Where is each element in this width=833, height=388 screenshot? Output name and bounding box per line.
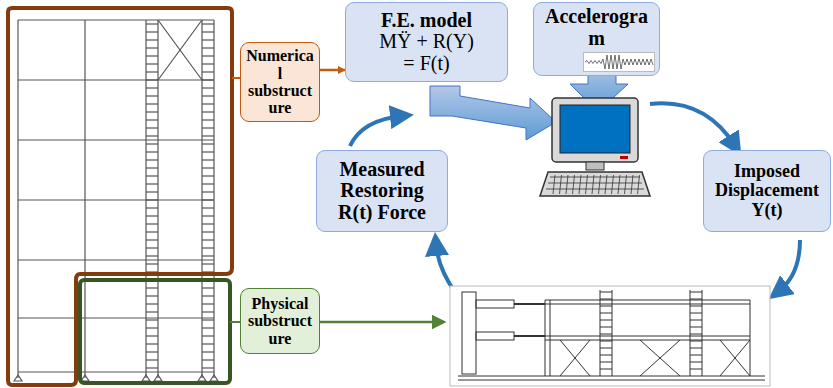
- cycle-arrow: [350, 116, 402, 146]
- cycle-arrow: [778, 240, 800, 292]
- connector-arrow: [320, 69, 345, 72]
- building-frame: [14, 20, 218, 381]
- connector-layer: [320, 70, 345, 71]
- box-title: Measured Restoring R(t) Force: [321, 159, 443, 224]
- physical-outline: [80, 280, 230, 383]
- cycle-arrow: [650, 103, 735, 146]
- box-title: Imposed Displacement Y(t): [708, 162, 826, 220]
- block-arrow: [430, 86, 556, 140]
- cycle-arrow: [436, 244, 455, 292]
- feedback-box: Measured Restoring R(t) Force: [316, 150, 448, 232]
- physical-arrow: [320, 321, 444, 324]
- command-box: Imposed Displacement Y(t): [703, 150, 831, 232]
- leader-line: [232, 77, 240, 79]
- leader-line: [230, 321, 240, 323]
- box-title: F.E. model: [381, 10, 472, 32]
- box-title: Numerical substructure: [245, 47, 315, 116]
- equation-text: MŸ + R(Y) = F(t): [375, 31, 479, 74]
- numerical-outline: [8, 8, 232, 385]
- substructure-box: Physical substructure: [240, 288, 320, 354]
- box-title: Accelerogram: [538, 6, 655, 49]
- signal-thumbnail: [583, 52, 655, 72]
- box-title: Physical substructure: [245, 295, 315, 347]
- substructure-box: Numerical substructure: [240, 42, 320, 122]
- input-box: Accelerogram: [533, 2, 660, 76]
- model-box: F.E. modelMŸ + R(Y) = F(t): [345, 2, 508, 82]
- test-rig: [450, 286, 770, 386]
- computer-icon: [540, 98, 650, 196]
